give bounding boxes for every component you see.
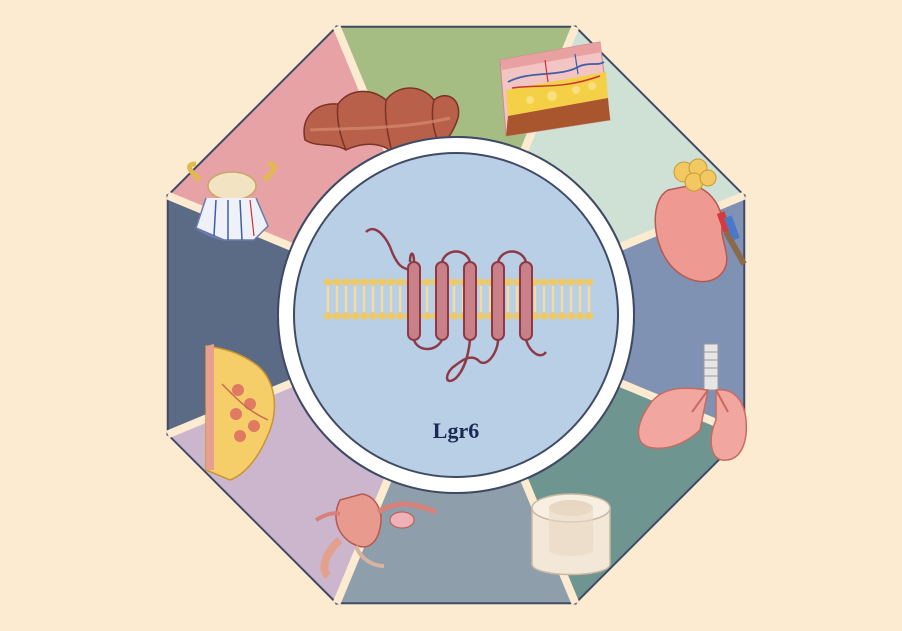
lipid-head — [567, 313, 576, 320]
lipid-head — [558, 279, 567, 286]
lipid-head — [549, 279, 558, 286]
transmembrane-helix — [520, 262, 532, 340]
transmembrane-helix — [436, 262, 448, 340]
lipid-head — [342, 313, 351, 320]
lipid-head — [387, 313, 396, 320]
lipid-head — [477, 313, 486, 320]
lipid-head — [333, 313, 342, 320]
transmembrane-helix — [464, 262, 476, 340]
lipid-head — [324, 279, 333, 286]
lipid-head — [585, 279, 594, 286]
lipid-head — [540, 313, 549, 320]
lipid-head — [423, 313, 432, 320]
transmembrane-helix — [408, 262, 420, 340]
lipid-head — [450, 279, 459, 286]
lipid-head — [360, 313, 369, 320]
lipid-head — [576, 279, 585, 286]
lipid-head — [360, 279, 369, 286]
lipid-head — [549, 313, 558, 320]
lipid-head — [378, 313, 387, 320]
lipid-head — [396, 313, 405, 320]
lipid-head — [378, 279, 387, 286]
lipid-head — [324, 313, 333, 320]
bone-icon — [532, 494, 610, 575]
lipid-head — [567, 279, 576, 286]
lipid-head — [477, 279, 486, 286]
lipid-head — [342, 279, 351, 286]
lipid-head — [333, 279, 342, 286]
lipid-head — [351, 313, 360, 320]
lipid-head — [540, 279, 549, 286]
lipid-head — [351, 279, 360, 286]
lipid-head — [369, 313, 378, 320]
lipid-head — [585, 313, 594, 320]
lipid-head — [387, 279, 396, 286]
center-label: Lgr6 — [433, 418, 479, 443]
lipid-head — [558, 313, 567, 320]
lipid-head — [450, 313, 459, 320]
transmembrane-helix — [492, 262, 504, 340]
lipid-head — [423, 279, 432, 286]
lipid-head — [396, 279, 405, 286]
lipid-head — [369, 279, 378, 286]
lipid-head — [576, 313, 585, 320]
